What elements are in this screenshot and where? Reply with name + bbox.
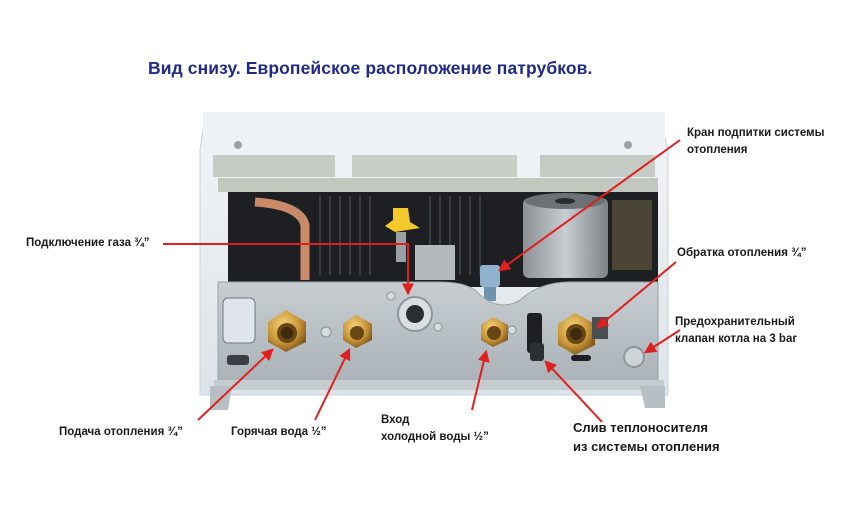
label-drain: Слив теплоносителя из системы отопления — [573, 418, 720, 456]
label-makeup-valve-line2: отопления — [687, 144, 748, 156]
label-heating-supply: Подача отопления ¾” — [59, 426, 183, 438]
label-cold-water-line2: холодной воды ½” — [381, 431, 489, 443]
label-cold-water-line1: Вход — [381, 414, 410, 426]
label-gas-connection: Подключение газа ¾” — [26, 237, 150, 249]
label-makeup-valve-line1: Кран подпитки системы — [687, 127, 825, 139]
page-title: Вид снизу. Европейское расположение патр… — [148, 58, 593, 78]
label-cold-water-inlet: Вход холодной воды ½” — [381, 412, 489, 446]
label-makeup-valve: Кран подпитки системы отопления — [687, 125, 824, 159]
label-safety-valve-line2: клапан котла на 3 bar — [675, 333, 797, 345]
label-heating-return: Обратка отопления ¾” — [677, 247, 807, 259]
label-drain-line1: Слив теплоносителя — [573, 420, 709, 435]
label-safety-valve: Предохранительный клапан котла на 3 bar — [675, 314, 797, 348]
label-drain-line2: из системы отопления — [573, 439, 720, 454]
label-safety-valve-line1: Предохранительный — [675, 316, 795, 328]
label-hot-water: Горячая вода ½” — [231, 426, 327, 438]
